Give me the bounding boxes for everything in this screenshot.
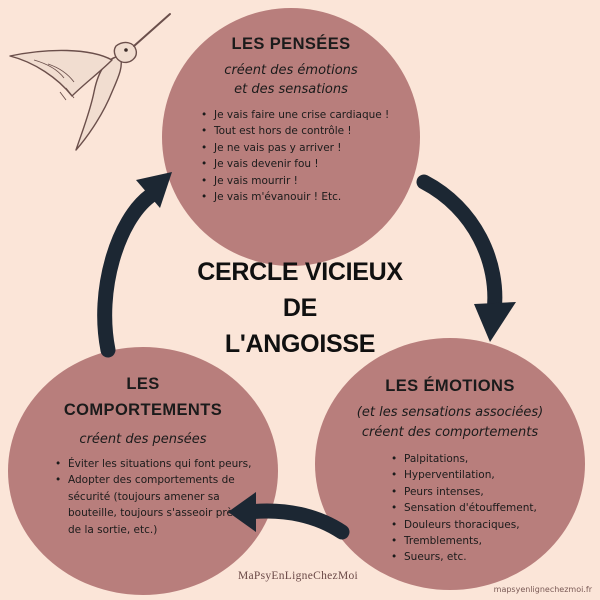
behaviors-heading-line2: COMPORTEMENTS [63, 401, 223, 419]
thoughts-subtitle: créent des émotions et des sensations [162, 61, 420, 99]
behaviors-heading: LES COMPORTEMENTS [8, 371, 278, 423]
list-item: Je vais devenir fou ! [199, 156, 400, 173]
arrowhead-behaviors [228, 492, 256, 532]
list-item: Je vais m'évanouir ! Etc. [199, 189, 400, 206]
behaviors-list: Éviter les situations qui font peurs, Ad… [53, 456, 254, 538]
emotions-subtitle: (et les sensations associées) créent des… [315, 403, 585, 443]
brand-watermark: MaPsyEnLigneChezMoi [237, 570, 359, 582]
list-item: Peurs intenses, [389, 484, 573, 501]
list-item: Éviter les situations qui font peurs, [53, 456, 254, 473]
emotions-subtitle-line1: (et les sensations associées) [356, 405, 544, 420]
behaviors-heading-line1: LES [126, 375, 160, 393]
list-item: Je vais mourrir ! [199, 173, 400, 190]
center-title-line1: CERCLE VICIEUX [197, 258, 403, 286]
arrowhead-thoughts [136, 172, 172, 208]
website-label: mapsyenlignechezmoi.fr [493, 585, 592, 594]
arrow-emotions-to-behaviors [240, 503, 350, 540]
behaviors-subtitle: créent des pensées [79, 432, 207, 447]
thoughts-list: Je vais faire une crise cardiaque ! Tout… [199, 107, 400, 206]
list-item: Sueurs, etc. [389, 549, 573, 566]
center-title-line3: L'ANGOISSE [224, 330, 376, 358]
thoughts-heading: LES PENSÉES [231, 35, 351, 53]
list-item: Douleurs thoraciques, [389, 517, 573, 534]
list-item: Adopter des comportements de sécurité (t… [53, 472, 254, 538]
arrowhead-emotions [474, 302, 516, 342]
list-item: Hyperventilation, [389, 467, 573, 484]
emotions-list: Palpitations, Hyperventilation, Peurs in… [389, 451, 573, 566]
behaviors-circle: LES COMPORTEMENTS créent des pensées Évi… [8, 347, 278, 595]
hummingbird-icon [9, 13, 171, 151]
thoughts-subtitle-line2: et des sensations [234, 82, 348, 97]
emotions-circle: LES ÉMOTIONS (et les sensations associée… [315, 338, 585, 590]
center-title: CERCLE VICIEUX DE L'ANGOISSE [140, 254, 460, 362]
list-item: Je ne vais pas y arriver ! [199, 140, 400, 157]
arrow-thoughts-to-emotions [416, 174, 503, 320]
thoughts-subtitle-line1: créent des émotions [224, 63, 358, 78]
list-item: Sensation d'étouffement, [389, 500, 573, 517]
list-item: Je vais faire une crise cardiaque ! [199, 107, 400, 124]
emotions-heading: LES ÉMOTIONS [385, 377, 515, 395]
center-title-line2: DE [282, 294, 318, 322]
list-item: Tremblements, [389, 533, 573, 550]
emotions-subtitle-line2: créent des comportements [361, 425, 539, 440]
thoughts-circle: LES PENSÉES créent des émotions et des s… [162, 8, 420, 266]
list-item: Palpitations, [389, 451, 573, 468]
list-item: Tout est hors de contrôle ! [199, 123, 400, 140]
arrow-behaviors-to-thoughts [97, 188, 158, 358]
